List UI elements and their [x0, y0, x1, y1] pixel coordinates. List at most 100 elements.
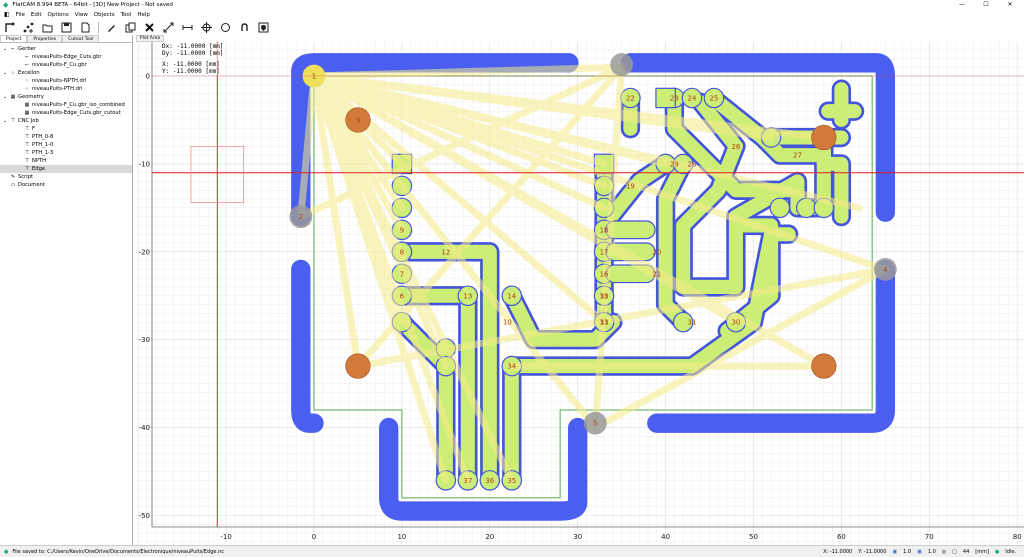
- tree-item[interactable]: ⁘niveauPuits-NPTH.drl: [0, 77, 132, 85]
- selection-box: [190, 145, 245, 203]
- menu-help[interactable]: Help: [137, 11, 150, 18]
- tree-item[interactable]: ⊤PTH_1-0: [0, 141, 132, 149]
- menu-icon[interactable]: ◧: [4, 11, 10, 18]
- hole-number-label: 25: [709, 94, 718, 102]
- expand-arrow-icon[interactable]: ⌄: [2, 94, 8, 100]
- axis-icon[interactable]: ◎: [941, 548, 947, 555]
- maximize-button[interactable]: ☐: [983, 1, 989, 8]
- gray-hole: [873, 257, 897, 281]
- workspace-icon[interactable]: ▢: [952, 548, 957, 555]
- open-excellon-icon[interactable]: [22, 21, 35, 34]
- tree-item[interactable]: ⌐niveauPuits-Edge_Cuts.gbr: [0, 53, 132, 61]
- jump-to-icon[interactable]: [219, 21, 232, 34]
- set-origin-icon[interactable]: [200, 21, 213, 34]
- x-tick-label: 0: [312, 533, 316, 541]
- locate-icon[interactable]: [257, 21, 270, 34]
- open-gerber-icon[interactable]: [3, 21, 16, 34]
- tree-item-icon: ▦: [24, 102, 30, 108]
- hole-number-label: 2: [299, 213, 303, 221]
- tree-item[interactable]: ✎Script: [0, 173, 132, 181]
- readout-x: X: -11.0000 [mm]: [162, 61, 220, 68]
- y-tick-label: -40: [139, 424, 150, 432]
- tab-project[interactable]: Project: [0, 35, 28, 42]
- copy-icon[interactable]: [124, 21, 137, 34]
- menu-bar: ◧ File Edit Options View Objects Tool He…: [0, 9, 1024, 20]
- tree-item-icon: ▦: [24, 110, 30, 116]
- copper-trace: [658, 156, 691, 330]
- menu-file[interactable]: File: [15, 11, 25, 18]
- tree-item[interactable]: ⌄⁘Excellon: [0, 69, 132, 77]
- tree-item-label: Edge: [32, 166, 46, 172]
- tab-properties[interactable]: Properties: [27, 35, 63, 42]
- tab-cutout-tool[interactable]: Cutout Tool: [62, 35, 100, 42]
- hole-number-label: 20: [652, 248, 661, 256]
- travel-move: [354, 63, 626, 370]
- grid-lock-icon[interactable]: ▣: [917, 548, 922, 555]
- menu-options[interactable]: Options: [47, 11, 69, 18]
- save-icon[interactable]: [60, 21, 73, 34]
- tree-item[interactable]: ⌄▦Geometry: [0, 93, 132, 101]
- tree-item[interactable]: ▭Document: [0, 181, 132, 189]
- grid-y-value[interactable]: 1.0: [927, 548, 936, 555]
- tree-item[interactable]: ⊤NPTH: [0, 157, 132, 165]
- status-state-icon: ●: [994, 548, 1000, 555]
- x-tick-label: 60: [837, 533, 846, 541]
- tree-item[interactable]: ⌄⊤CNC Job: [0, 117, 132, 125]
- open-folder-icon[interactable]: [41, 21, 54, 34]
- tree-item[interactable]: ▦niveauPuits-F_Cu.gbr_iso_combined: [0, 101, 132, 109]
- travel-move: [310, 72, 362, 370]
- expand-arrow-icon[interactable]: ⌄: [2, 70, 8, 76]
- tree-item[interactable]: ▦niveauPuits-Edge_Cuts.gbr_cutout: [0, 109, 132, 117]
- menu-edit[interactable]: Edit: [30, 11, 42, 18]
- tree-item[interactable]: ⊤Edge: [0, 165, 132, 173]
- hole-number-label: 29: [670, 160, 679, 168]
- hole-number-label: 5: [593, 420, 597, 428]
- tree-item-label: Geometry: [18, 94, 44, 100]
- menu-view[interactable]: View: [74, 11, 88, 18]
- grid-x-value[interactable]: 1.0: [903, 548, 912, 555]
- tree-item-label: niveauPuits-NPTH.drl: [32, 78, 87, 84]
- tree-item[interactable]: ⊤F: [0, 125, 132, 133]
- delete-icon[interactable]: [143, 21, 156, 34]
- travel-move: [297, 63, 626, 221]
- tab-plot-area[interactable]: Plot Area: [136, 35, 164, 42]
- large-hole: [345, 353, 371, 379]
- new-doc-icon[interactable]: [79, 21, 92, 34]
- edit-icon[interactable]: [105, 21, 118, 34]
- menu-tool[interactable]: Tool: [120, 11, 132, 18]
- tree-item-icon: ⊤: [24, 126, 30, 132]
- close-button[interactable]: ✕: [1007, 1, 1013, 8]
- expand-arrow-icon[interactable]: ⌄: [2, 46, 8, 52]
- units-label[interactable]: [mm]: [975, 548, 989, 555]
- hole-number-label: 22: [626, 94, 635, 102]
- hole-number-label: 35: [507, 477, 516, 485]
- grid-snap-icon[interactable]: ▣: [892, 548, 898, 555]
- tree-item-icon: ⊤: [24, 142, 30, 148]
- menu-objects[interactable]: Objects: [93, 11, 115, 18]
- minimize-button[interactable]: —: [959, 1, 965, 8]
- hole-number-label: 21: [652, 270, 661, 278]
- expand-arrow-icon[interactable]: ⌄: [2, 118, 8, 124]
- tree-item[interactable]: ⌄⌐Gerber: [0, 45, 132, 53]
- distance-icon[interactable]: [162, 21, 175, 34]
- tree-item[interactable]: ⊤PTH_1-3: [0, 149, 132, 157]
- hole-number-label: 18: [600, 226, 609, 234]
- tree-item[interactable]: ⊤PTH_0-8: [0, 133, 132, 141]
- distance-min-icon[interactable]: [181, 21, 194, 34]
- shell-icon[interactable]: [238, 21, 251, 34]
- tree-item[interactable]: ⌐niveauPuits-F_Cu.gbr: [0, 61, 132, 69]
- travel-move: [310, 72, 863, 212]
- hole-number-label: 27: [793, 152, 802, 160]
- hole-number-label: 7: [400, 270, 404, 278]
- tree-item-label: Document: [18, 182, 45, 188]
- tree-item-label: niveauPuits-F_Cu.gbr_iso_combined: [32, 102, 125, 108]
- notebook-panel: Project Properties Cutout Tool ⌄⌐Gerber⌐…: [0, 35, 133, 545]
- toolbar-separator: [98, 22, 99, 33]
- travel-moves-layer: [297, 63, 889, 484]
- hole-number-label: 31: [688, 319, 697, 327]
- x-tick-label: 80: [1013, 533, 1022, 541]
- tree-item-icon: ⌐: [10, 46, 16, 52]
- tree-item[interactable]: ⁘niveauPuits-PTH.drl: [0, 85, 132, 93]
